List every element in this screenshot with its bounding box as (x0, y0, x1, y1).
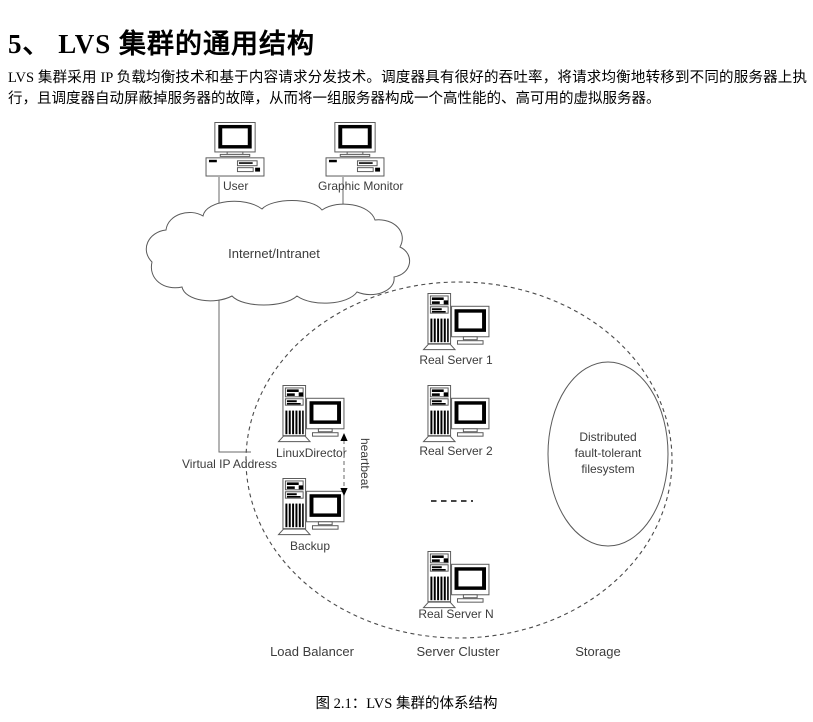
user-label: User (223, 179, 248, 193)
cluster-boundary-dashed-ellipse (245, 281, 673, 639)
heartbeat-arrow-up (340, 433, 348, 441)
linux-director-icon (278, 385, 345, 443)
server-cluster-zone-label: Server Cluster (416, 644, 500, 659)
heartbeat-link: heartbeat (340, 433, 372, 496)
cloud-label: Internet/Intranet (228, 246, 320, 261)
load-balancer-zone-label: Load Balancer (270, 644, 355, 659)
heartbeat-label: heartbeat (358, 438, 372, 489)
section-heading: 5、 LVS 集群的通用结构 (8, 29, 316, 60)
backup-label: Backup (290, 539, 330, 553)
real-server-1-icon (423, 293, 490, 351)
real-server-n-icon (423, 551, 490, 609)
real-server-2-label: Real Server 2 (419, 444, 493, 458)
figure-caption: 图 2.1：LVS 集群的体系结构 (315, 696, 498, 712)
storage-ellipse (547, 361, 669, 547)
cloud-shape (145, 200, 410, 306)
wire-cloud-to-director (218, 296, 251, 453)
storage-ellipse-label-line3: filesystem (581, 462, 634, 476)
heartbeat-arrow-down (340, 488, 348, 496)
real-server-2-icon (423, 385, 490, 443)
graphic-monitor-label: Graphic Monitor (318, 179, 403, 193)
graphic-monitor-pc-icon (325, 122, 385, 177)
real-server-1-label: Real Server 1 (419, 353, 493, 367)
storage-zone-label: Storage (575, 644, 621, 659)
storage-ellipse-label-line1: Distributed (579, 430, 636, 444)
body-paragraph: LVS 集群采用 IP 负载均衡技术和基于内容请求分发技术。调度器具有很好的吞吐… (8, 69, 807, 108)
user-pc-icon (205, 122, 265, 177)
storage-ellipse-label-line2: fault-tolerant (575, 446, 642, 460)
backup-icon (278, 478, 345, 536)
virtual-ip-label: Virtual IP Address (182, 457, 277, 471)
linux-director-label: LinuxDirector (276, 446, 347, 460)
real-server-n-label: Real Server N (418, 607, 493, 621)
